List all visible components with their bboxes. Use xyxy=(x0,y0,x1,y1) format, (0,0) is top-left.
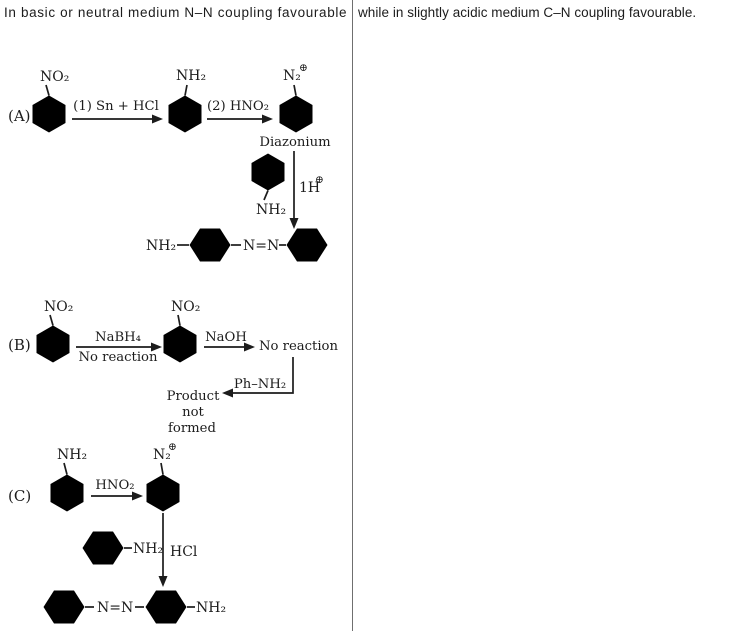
acid-label: 1H xyxy=(299,180,320,196)
product-amine-label: NH₂ xyxy=(196,600,226,616)
amine-group-label: NH₂ xyxy=(57,447,87,463)
reagent-label: HNO₂ xyxy=(95,478,134,493)
benzene-ring xyxy=(279,95,313,133)
diazonium-group-label: N₂ xyxy=(153,447,171,463)
reaction-a: (A) NO₂ (1) Sn + HCl NH₂ (2) HNO₂ N₂ ⊕ D… xyxy=(8,62,331,262)
step2-reagent: (2) HNO₂ xyxy=(207,99,269,114)
no-reaction-note: No reaction xyxy=(259,339,338,354)
arrowhead xyxy=(132,491,143,501)
plus-charge-icon: ⊕ xyxy=(299,62,308,74)
arrowhead xyxy=(151,342,162,352)
bond xyxy=(293,84,297,96)
azo-group-label: N=N xyxy=(243,238,279,254)
column-divider xyxy=(352,0,353,631)
bond xyxy=(45,84,50,96)
reaction-c: (C) NH₂ HNO₂ N₂ ⊕ NH₂ HCl N=N NH₂ xyxy=(8,441,226,624)
step1-reagent: (1) Sn + HCl xyxy=(73,99,159,114)
diazonium-caption: Diazonium xyxy=(259,135,331,150)
bond xyxy=(49,314,54,326)
header-text-left: In basic or neutral medium N–N coupling … xyxy=(4,5,348,20)
arrowhead xyxy=(152,114,163,124)
diazonium-group-label: N₂ xyxy=(283,68,301,84)
arrowhead xyxy=(158,576,168,587)
benzene-ring xyxy=(168,95,202,133)
bond xyxy=(184,84,188,96)
arrowhead xyxy=(289,218,299,229)
benzene-ring xyxy=(43,590,85,624)
bond xyxy=(177,314,181,326)
plus-charge-icon: ⊕ xyxy=(315,174,324,186)
header-text-right: while in slightly acidic medium C–N coup… xyxy=(358,5,697,20)
benzene-ring xyxy=(251,153,285,191)
reaction-c-label: (C) xyxy=(8,487,31,505)
coupler-amine-label: NH₂ xyxy=(133,541,163,557)
no-reaction-note: No reaction xyxy=(79,350,158,365)
hcl-label: HCl xyxy=(170,544,198,560)
nitro-group-label: NO₂ xyxy=(40,69,69,85)
benzene-ring xyxy=(145,590,187,624)
bond xyxy=(160,462,164,475)
reaction-arrow xyxy=(232,357,294,394)
amine-group-label: NH₂ xyxy=(176,68,206,84)
reagent-label: NaBH₄ xyxy=(95,330,141,345)
benzene-ring xyxy=(163,325,197,363)
benzene-ring xyxy=(82,531,124,565)
arrowhead xyxy=(222,388,233,398)
amine-reagent-label: Ph–NH₂ xyxy=(234,377,286,392)
nitro-group-label: NO₂ xyxy=(171,299,200,315)
product-amine-label: NH₂ xyxy=(146,238,176,254)
reagent-label: NaOH xyxy=(205,330,247,345)
bond xyxy=(63,462,68,475)
reaction-a-label: (A) xyxy=(8,107,31,125)
plus-charge-icon: ⊕ xyxy=(168,441,177,453)
benzene-ring xyxy=(146,474,180,512)
result-note: formed xyxy=(168,421,216,436)
arrowhead xyxy=(262,114,273,124)
benzene-ring xyxy=(36,325,70,363)
arrowhead xyxy=(244,342,255,352)
coupler-amine-label: NH₂ xyxy=(256,202,286,218)
benzene-ring xyxy=(286,228,328,262)
benzene-ring xyxy=(189,228,231,262)
bond xyxy=(263,190,269,201)
benzene-ring xyxy=(50,474,84,512)
reaction-b-label: (B) xyxy=(8,336,31,354)
nitro-group-label: NO₂ xyxy=(44,299,73,315)
azo-group-label: N=N xyxy=(97,600,133,616)
result-note: Product xyxy=(167,389,220,404)
result-note: not xyxy=(182,405,204,420)
benzene-ring xyxy=(32,95,66,133)
reaction-b: (B) NO₂ NaBH₄ No reaction NO₂ NaOH No re… xyxy=(8,299,338,436)
